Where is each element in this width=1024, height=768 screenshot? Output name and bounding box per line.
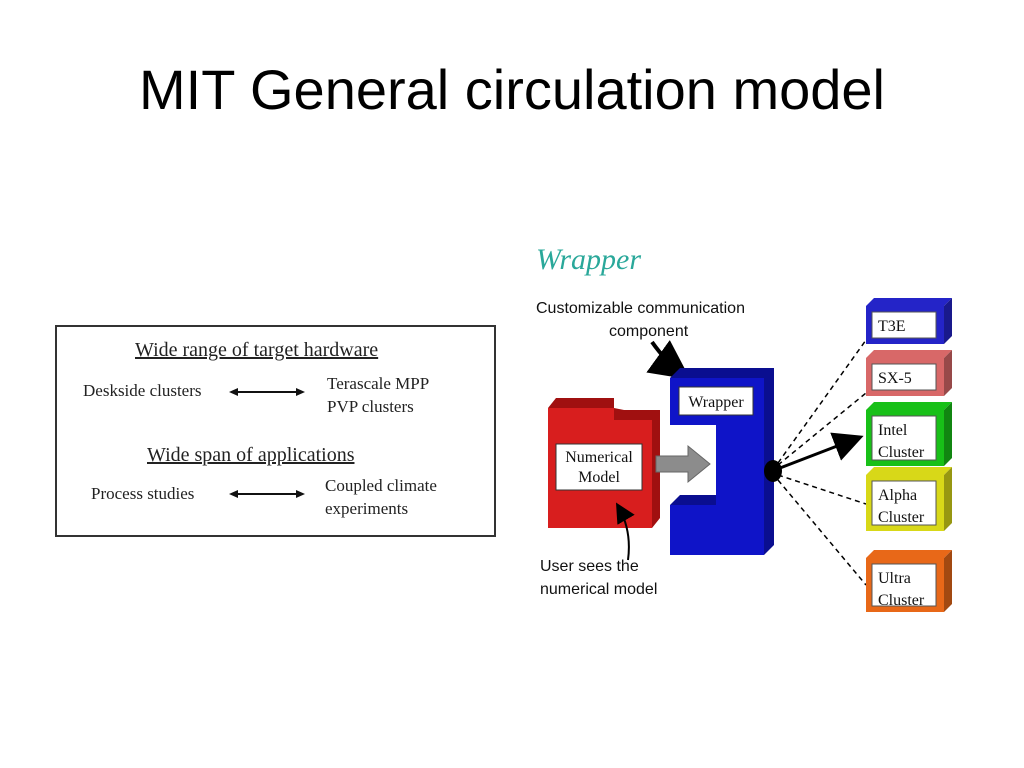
- target-label-line1: T3E: [878, 318, 906, 335]
- target-box-side: [944, 467, 952, 531]
- target-label-line1: Alpha: [878, 487, 917, 504]
- coupled-climate-label: Coupled climate: [325, 476, 437, 495]
- caption-user-line2: numerical model: [540, 581, 657, 598]
- wrapper-label-box: [678, 386, 754, 416]
- target-boxes: T3ESX-5IntelClusterAlphaClusterUltraClus…: [866, 298, 952, 612]
- target-box-top: [866, 350, 952, 358]
- heading-target-hardware: Wide range of target hardware: [135, 339, 379, 361]
- target-box-side: [944, 298, 952, 344]
- target-label-line1: SX-5: [878, 370, 912, 387]
- heading-applications: Wide span of applications: [147, 444, 355, 466]
- target-box-top: [866, 298, 952, 306]
- terascale-mpp-label: Terascale MPP: [327, 374, 430, 393]
- target-label-box: [871, 415, 937, 461]
- dashed-connections: [777, 339, 867, 586]
- target-box-side: [944, 350, 952, 396]
- target-box-top: [866, 402, 952, 410]
- caption-communication-line2: component: [609, 323, 689, 340]
- model-label-box: [555, 443, 643, 491]
- wrapper-label: Wrapper: [688, 394, 744, 411]
- target-box-top: [866, 550, 952, 558]
- target-label-box: [871, 563, 937, 607]
- target-label-line1: Ultra: [878, 570, 911, 587]
- target-label-line1: Intel: [878, 422, 908, 439]
- target-label-line2: Cluster: [878, 592, 925, 609]
- gray-block-arrow-icon: [655, 444, 711, 484]
- target-box-t3e: T3E: [866, 298, 952, 344]
- target-label-box: [871, 363, 937, 391]
- pvp-clusters-label: PVP clusters: [327, 397, 414, 416]
- diagram-title: Wrapper: [536, 243, 641, 276]
- hub-node: [764, 460, 782, 482]
- model-label-line1: Numerical: [565, 449, 633, 466]
- target-label-box: [871, 480, 937, 526]
- process-studies-label: Process studies: [91, 484, 195, 503]
- active-connection-arrow: [779, 432, 864, 470]
- experiments-label: experiments: [325, 499, 409, 518]
- double-arrow-icon: [229, 490, 305, 498]
- caption-communication-line1: Customizable communication: [536, 300, 745, 317]
- target-box-side: [944, 402, 952, 466]
- wrapper-shape: [670, 368, 774, 555]
- model-label-line2: Model: [578, 469, 620, 486]
- caption-user-line1: User sees the: [540, 558, 639, 575]
- target-label-line2: Cluster: [878, 444, 925, 461]
- target-box-sx-5: SX-5: [866, 350, 952, 396]
- user-pointer-arrow: [615, 502, 635, 561]
- hardware-box: Wide range of target hardware Deskside c…: [55, 325, 496, 537]
- target-box-top: [866, 467, 952, 475]
- target-label-line2: Cluster: [878, 509, 925, 526]
- target-label-box: [871, 311, 937, 339]
- deskside-clusters-label: Deskside clusters: [83, 381, 202, 400]
- target-box-side: [944, 550, 952, 612]
- double-arrow-icon: [229, 388, 305, 396]
- slide-title: MIT General circulation model: [139, 58, 885, 121]
